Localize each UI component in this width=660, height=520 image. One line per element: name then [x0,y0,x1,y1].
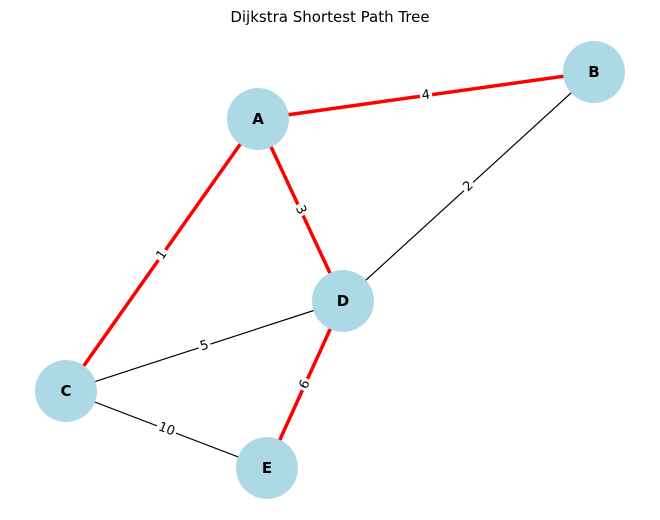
edge-label-c-d: 5 [196,336,213,356]
edge-label-a-d: 3 [291,201,310,219]
node-label: E [262,459,272,477]
node-label: C [60,382,71,400]
edge-label-b-d: 2 [458,176,479,197]
edge-label-background [196,336,213,356]
node-circle [35,360,97,422]
node-a: A [227,88,289,150]
edge-weight-text: 4 [421,87,431,103]
diagram-title: Dijkstra Shortest Path Tree [230,8,429,26]
node-circle [236,437,298,499]
node-circle [563,41,625,103]
edge-labels-layer: 4 1 3 6 2 5 10 [152,87,479,441]
edge-label-background [418,87,434,104]
node-c: C [35,360,97,422]
edge-label-background [154,418,179,441]
edges-layer [64,70,595,469]
node-d: D [312,270,374,332]
edge-label-background [291,201,310,219]
edge-label-a-b: 4 [418,87,434,104]
edge-label-d-e: 6 [295,375,315,394]
edge-label-background [152,245,172,265]
node-circle [227,88,289,150]
node-label: B [588,63,599,81]
edge-label-background [458,176,479,197]
edge-weight-text: 10 [156,420,177,440]
edge-label-a-c: 1 [152,245,172,265]
node-e: E [236,437,298,499]
edge-label-background [295,375,315,394]
node-label: D [337,292,349,310]
edge-label-c-e: 10 [154,418,179,441]
node-b: B [563,41,625,103]
nodes-layer: A B C D E [35,41,625,499]
node-label: A [252,110,264,128]
node-circle [312,270,374,332]
